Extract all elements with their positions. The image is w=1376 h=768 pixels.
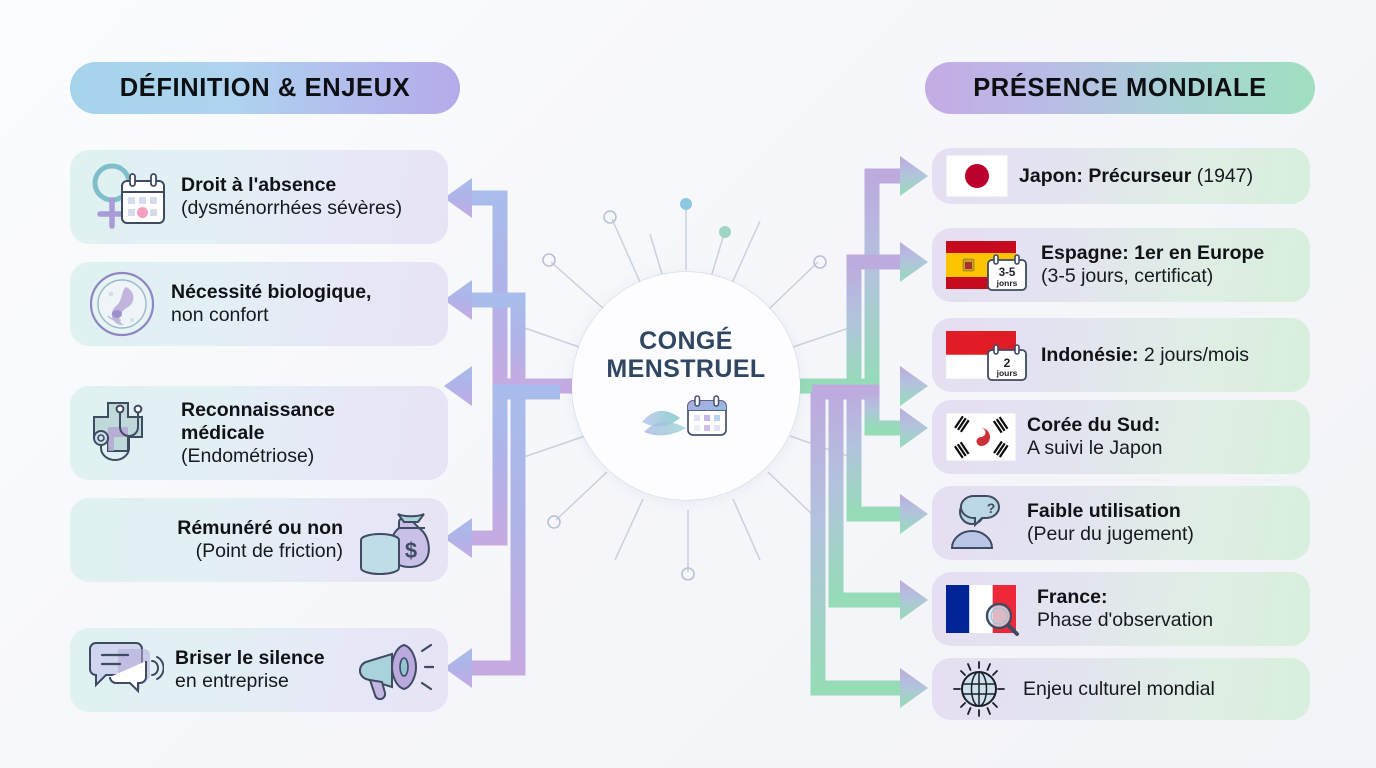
- list-item-text: Droit à l'absence (dysménorrhées sévères…: [181, 174, 434, 220]
- medical-cross-stethoscope-icon: [84, 393, 170, 473]
- list-item-text: Indonésie: 2 jours/mois: [1041, 344, 1296, 367]
- item-title: Corée du Sud:: [1027, 414, 1161, 436]
- list-item-text: Nécessité biologique, non confort: [171, 281, 434, 327]
- item-title: Faible utilisation: [1027, 500, 1181, 522]
- list-item-text: Corée du Sud: A suivi le Japon: [1027, 414, 1296, 460]
- globe-rays-icon: [946, 660, 1012, 718]
- svg-text:$: $: [405, 538, 417, 563]
- list-item[interactable]: Droit à l'absence (dysménorrhées sévères…: [70, 150, 448, 244]
- list-item[interactable]: Nécessité biologique, non confort: [70, 262, 448, 346]
- item-subtitle: non confort: [171, 304, 269, 326]
- flag-japan-icon: [946, 155, 1008, 197]
- item-title: Rémunéré ou non: [177, 517, 343, 539]
- item-title: Nécessité biologique,: [171, 281, 372, 303]
- list-item[interactable]: France: Phase d'observation: [932, 572, 1310, 646]
- item-subtitle: (dysménorrhées sévères): [181, 197, 403, 219]
- central-hub-node[interactable]: CONGÉ MENSTRUEL: [572, 272, 800, 500]
- calendar-badge-indonesia: 2 jours: [987, 344, 1027, 381]
- item-subtitle: (Point de friction): [195, 540, 343, 562]
- item-title: Briser le silence: [175, 647, 325, 669]
- magnifier-icon: [985, 602, 1019, 636]
- item-subtitle: A suivi le Japon: [1027, 437, 1163, 459]
- ovum-cell-icon: [84, 269, 160, 339]
- list-item-text: Enjeu culturel mondial: [1023, 678, 1296, 701]
- list-item[interactable]: ? Faible utilisation (Peur du jugement): [932, 486, 1310, 560]
- list-item-text: Faible utilisation (Peur du jugement): [1027, 500, 1296, 546]
- list-item-text: Reconnaissance médicale (Endométriose): [181, 399, 434, 468]
- list-item[interactable]: Enjeu culturel mondial: [932, 658, 1310, 720]
- item-title: Reconnaissance: [181, 398, 335, 421]
- item-title: Japon: Précurseur: [1019, 164, 1192, 187]
- flag-indonesia-icon: 2 jours: [946, 331, 1027, 381]
- badge-bottom-text: jonrs: [996, 278, 1018, 288]
- list-item[interactable]: Japon: Précurseur (1947): [932, 148, 1310, 204]
- list-item-text: Briser le silence en entreprise: [175, 647, 341, 693]
- flag-spain-icon: 3-5 jonrs: [946, 241, 1027, 291]
- calendar-waves-icon: [640, 392, 732, 445]
- calendar-badge-spain: 3-5 jonrs: [987, 254, 1027, 291]
- list-item[interactable]: Briser le silence en entreprise: [70, 628, 448, 712]
- item-title: Indonésie:: [1041, 343, 1139, 366]
- list-item[interactable]: Reconnaissance médicale (Endométriose): [70, 386, 448, 480]
- item-subtitle: (Peur du jugement): [1027, 523, 1194, 545]
- right-column-header: PRÉSENCE MONDIALE: [925, 62, 1315, 114]
- speech-bubbles-icon: [84, 637, 164, 703]
- venus-calendar-icon: [84, 159, 170, 235]
- item-title: Droit à l'absence: [181, 174, 337, 196]
- item-title: France:: [1037, 586, 1108, 608]
- item-title: Espagne: 1er en Europe: [1041, 242, 1265, 264]
- badge-bottom-text: jours: [996, 368, 1018, 378]
- flag-france-magnifier-icon: [946, 585, 1019, 636]
- hub-title-line2: MENSTRUEL: [606, 355, 766, 383]
- megaphone-icon: [352, 637, 434, 703]
- list-item-text: Rémunéré ou non (Point de friction): [84, 517, 343, 563]
- person-question-icon: ?: [946, 494, 1016, 552]
- item-title-suffix: (1947): [1191, 164, 1254, 187]
- hub-title: CONGÉ MENSTRUEL: [606, 327, 765, 384]
- left-column-header: DÉFINITION & ENJEUX: [70, 62, 460, 114]
- money-bag-coins-icon: $: [354, 504, 434, 576]
- item-subtitle: Phase d'observation: [1037, 609, 1214, 631]
- list-item[interactable]: Corée du Sud: A suivi le Japon: [932, 400, 1310, 474]
- list-item-text: Japon: Précurseur (1947): [1019, 165, 1296, 188]
- item-subtitle: (Endométriose): [181, 444, 315, 467]
- flag-south-korea-icon: [946, 413, 1016, 461]
- list-item[interactable]: 2 jours Indonésie: 2 jours/mois: [932, 318, 1310, 392]
- item-subtitle: (3-5 jours, certificat): [1041, 265, 1214, 287]
- list-item[interactable]: 3-5 jonrs Espagne: 1er en Europe (3-5 jo…: [932, 228, 1310, 302]
- item-title: Enjeu culturel mondial: [1023, 677, 1215, 700]
- item-subtitle: en entreprise: [175, 670, 289, 692]
- badge-top-text: 2: [1004, 356, 1011, 370]
- list-item-text: Espagne: 1er en Europe (3-5 jours, certi…: [1041, 242, 1296, 288]
- item-title-suffix: 2 jours/mois: [1138, 343, 1250, 366]
- hub-title-line1: CONGÉ: [639, 326, 733, 355]
- item-title-cont: médicale: [181, 421, 265, 444]
- badge-top-text: 3-5: [999, 267, 1016, 279]
- svg-text:?: ?: [987, 500, 996, 516]
- list-item[interactable]: Rémunéré ou non (Point de friction) $: [70, 498, 448, 582]
- list-item-text: France: Phase d'observation: [1037, 586, 1296, 632]
